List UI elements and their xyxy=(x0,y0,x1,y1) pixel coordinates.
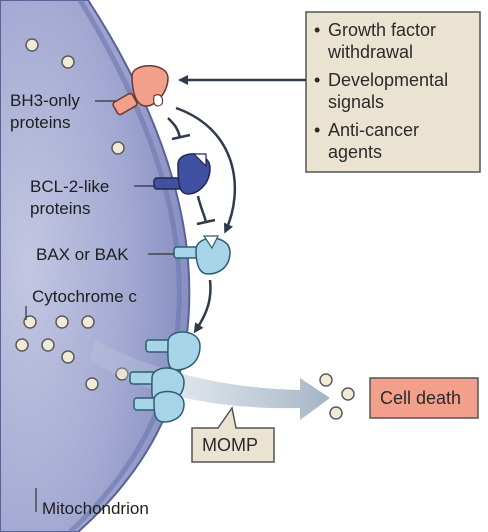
bcl2-like-label: proteins xyxy=(30,199,90,218)
inhibition-bcl2-to-bax xyxy=(196,195,216,226)
stimuli-line: Growth factor xyxy=(328,20,436,40)
stimuli-line: • xyxy=(314,70,320,90)
stimuli-box: • Growth factor withdrawal • Development… xyxy=(305,11,481,173)
bh3-only-protein xyxy=(112,65,169,116)
released-cytochrome-c xyxy=(319,373,355,420)
cytochrome-c-molecules xyxy=(15,38,129,391)
activation-bh3-to-bax xyxy=(175,106,237,234)
stimuli-line: signals xyxy=(328,92,384,112)
bcl2-like-label: BCL-2-like xyxy=(30,177,109,196)
stimuli-line: • xyxy=(314,20,320,40)
bcl2-like-protein xyxy=(153,153,211,195)
momp-callout: MOMP xyxy=(191,406,275,463)
mitochondrion-label: Mitochondrion xyxy=(42,499,149,518)
cytochrome-c-label: Cytochrome c xyxy=(32,287,137,306)
stimuli-line: Anti-cancer xyxy=(328,120,419,140)
bax-bak-label: BAX or BAK xyxy=(36,245,129,264)
stimuli-line: withdrawal xyxy=(327,42,413,62)
bh3-only-label: proteins xyxy=(10,113,70,132)
bax-bak-pore xyxy=(129,331,201,423)
bh3-only-label: BH3-only xyxy=(10,91,80,110)
stimuli-line: agents xyxy=(328,142,382,162)
activation-bax-to-pore xyxy=(193,279,212,334)
bax-bak-protein xyxy=(173,235,231,275)
stimuli-line: • xyxy=(314,120,320,140)
cell-death-box: Cell death xyxy=(369,377,479,419)
inhibition-bh3-to-bcl2 xyxy=(167,117,191,141)
cell-death-label: Cell death xyxy=(380,388,461,408)
cytochrome-release-flow xyxy=(90,340,330,420)
stimuli-line: Developmental xyxy=(328,70,448,90)
mitochondrion-inner-edge xyxy=(68,0,182,532)
momp-label: MOMP xyxy=(202,435,258,455)
